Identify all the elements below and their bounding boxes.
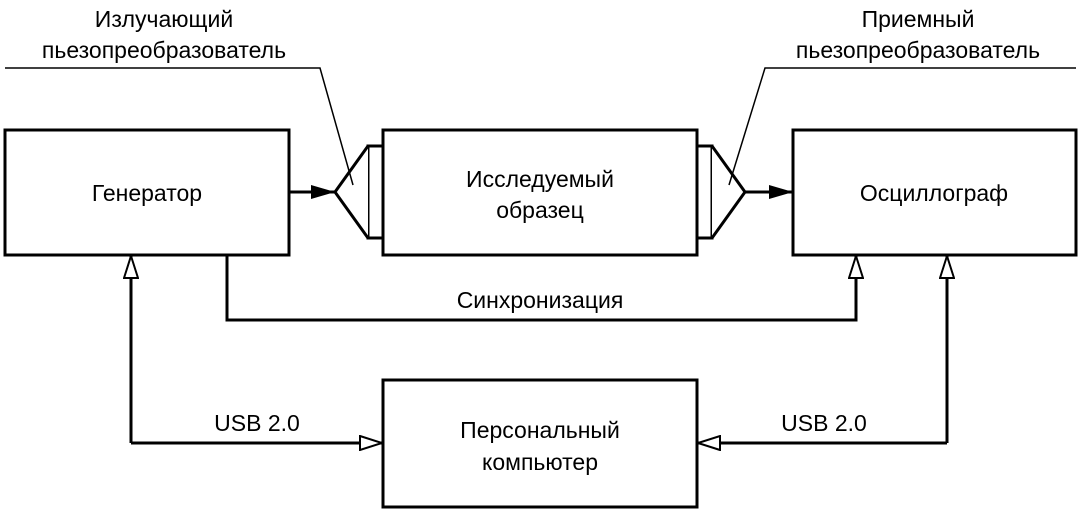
oscilloscope-block: Осциллограф	[791, 128, 1078, 257]
emitting-transducer-leader	[5, 67, 354, 186]
receiving-transducer-label-line2: пьезопреобразователь	[796, 37, 1040, 63]
sample-block: Исследуемый образец	[381, 128, 699, 257]
emitting-transducer	[333, 144, 385, 240]
generator-block: Генератор	[3, 128, 291, 257]
emitting-transducer-label-line2: пьезопреобразователь	[42, 37, 286, 63]
usb-left-label: USB 2.0	[214, 410, 300, 436]
pc-label-line1: Персональный	[460, 417, 620, 443]
sync-label: Синхронизация	[457, 287, 624, 313]
generator-label: Генератор	[92, 180, 202, 206]
receiving-transducer-leader	[728, 67, 1076, 186]
usb-right-label: USB 2.0	[781, 410, 867, 436]
sync-connection	[225, 255, 856, 322]
receiving-transducer-label-line1: Приемный	[862, 6, 975, 32]
sample-label-line2: образец	[496, 197, 584, 223]
pc-label-line2: компьютер	[482, 449, 598, 475]
sample-label-line1: Исследуемый	[466, 166, 614, 192]
receiving-transducer	[695, 144, 747, 240]
emitting-transducer-label-line1: Излучающий	[95, 6, 233, 32]
oscilloscope-label: Осциллограф	[860, 180, 1008, 206]
pc-block: Персональный компьютер	[381, 378, 699, 509]
